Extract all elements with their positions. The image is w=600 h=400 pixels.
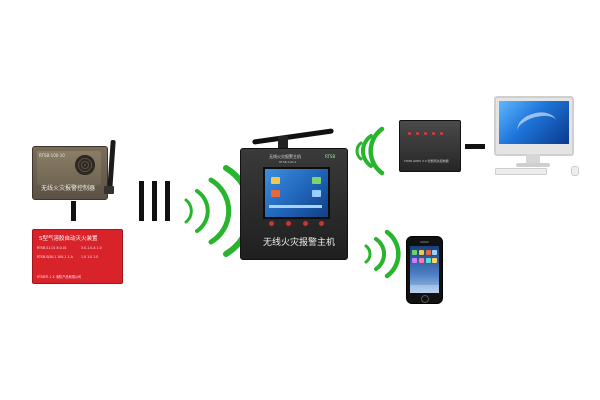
wallpaper-swoosh <box>514 108 560 144</box>
extinguisher-maker: RTSB®-1 X 消防产品有限公司 <box>37 275 82 279</box>
extinguisher-spec-2: 3.0-1.0-A 1.0 <box>81 246 102 250</box>
dock-bar <box>410 285 439 293</box>
host-antenna-base <box>278 136 288 150</box>
gateway-led <box>408 132 411 135</box>
monitor-base <box>516 163 550 167</box>
wave-icon <box>195 189 210 233</box>
wave-icon <box>361 134 373 168</box>
smartphone <box>406 236 443 304</box>
gateway-label: TWIN GPRS 3.0 智能网关控制器 <box>404 159 449 163</box>
app-icon <box>432 250 437 255</box>
network-gateway-box: TWIN GPRS 3.0 智能网关控制器 <box>399 120 461 172</box>
wave-icon <box>374 237 386 271</box>
home-button-icon <box>421 295 429 303</box>
wave-icon <box>368 126 385 176</box>
host-display-screen <box>263 167 330 219</box>
signal-bar-2 <box>152 181 157 221</box>
screen-icon <box>271 177 280 184</box>
gateway-led <box>432 132 435 135</box>
host-model-label: RTSB-100-2 <box>279 160 297 164</box>
app-icon <box>426 250 431 255</box>
extinguisher-spec-3: RTSB-SJSK-1 100-1 1-A <box>37 255 73 259</box>
wave-icon <box>184 198 193 224</box>
monitor-screen <box>499 101 569 144</box>
app-icon <box>426 258 431 263</box>
host-button[interactable] <box>303 221 308 226</box>
antenna-base <box>104 186 114 194</box>
gateway-led <box>424 132 427 135</box>
app-icon <box>432 258 437 263</box>
screen-menu-bar <box>269 205 322 208</box>
signal-bar-3 <box>165 181 170 221</box>
desktop-monitor <box>494 96 574 156</box>
host-button[interactable] <box>319 221 324 226</box>
extinguisher-spec-4: 1.0 1.0 1.0 <box>81 255 99 259</box>
mouse-icon <box>571 166 579 176</box>
connector-line <box>465 144 485 149</box>
wireless-alarm-controller: RTSB-100-10 无线火灾报警控制器 <box>32 146 108 200</box>
gateway-led <box>440 132 443 135</box>
wave-icon <box>355 141 363 161</box>
wave-icon <box>364 244 372 264</box>
app-icon <box>419 250 424 255</box>
wave-icon <box>208 177 232 245</box>
monitor-stand <box>526 154 540 164</box>
signal-bar-1 <box>139 181 144 221</box>
screen-icon <box>312 177 321 184</box>
speaker-grille-icon <box>75 155 95 175</box>
host-button[interactable] <box>269 221 274 226</box>
host-brand-logo: RTSB <box>325 154 336 159</box>
host-name-label: 无线火灾报警主机 <box>263 238 336 248</box>
extinguisher-title: S型气溶胶自动灭火装置 <box>39 236 98 242</box>
app-icon <box>412 258 417 263</box>
gateway-led <box>416 132 419 135</box>
host-header-label: 无线火灾报警主机 <box>269 154 301 159</box>
phone-screen <box>410 246 439 293</box>
screen-icon <box>271 190 280 197</box>
wireless-fire-alarm-host: 无线火灾报警主机 RTSB-100-2 RTSB 无线火灾报警主机 <box>240 148 348 260</box>
screen-icon <box>312 190 321 197</box>
extinguisher-spec-1: RTSB-S1-01 8.0-01 <box>37 246 67 250</box>
connector-line <box>71 201 76 221</box>
keyboard-icon <box>495 168 547 175</box>
app-icon <box>419 258 424 263</box>
aerosol-extinguisher-box: S型气溶胶自动灭火装置 RTSB-S1-01 8.0-01 3.0-1.0-A … <box>32 229 123 284</box>
controller-model-label: RTSB-100-10 <box>39 153 65 158</box>
host-button[interactable] <box>286 221 291 226</box>
wave-icon <box>384 229 401 279</box>
controller-name-label: 无线火灾报警控制器 <box>41 185 96 192</box>
app-icon <box>412 250 417 255</box>
phone-speaker <box>420 241 429 243</box>
